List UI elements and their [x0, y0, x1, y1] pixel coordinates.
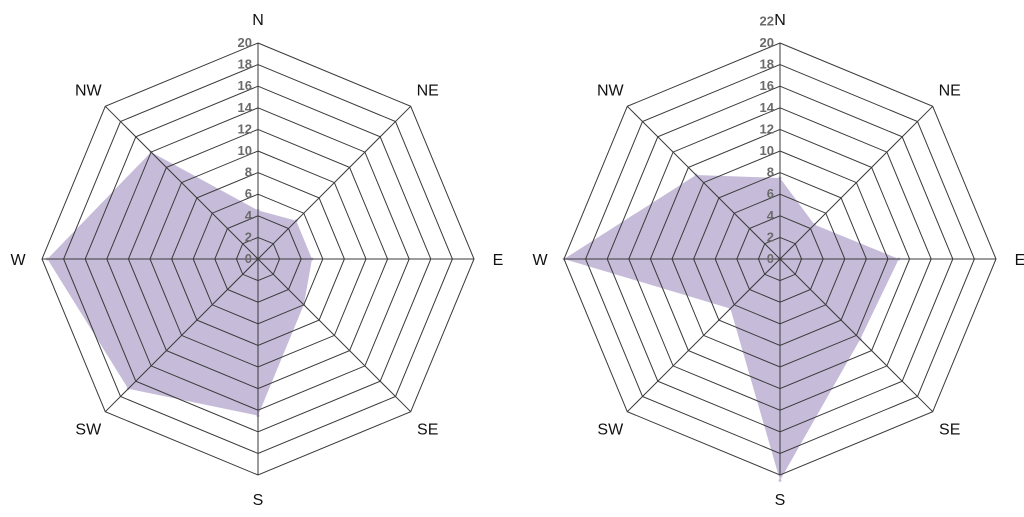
tick-label: 8	[767, 165, 774, 180]
spoke-sw	[104, 258, 259, 413]
tick-label: 18	[238, 57, 252, 72]
tick-label: 10	[760, 143, 774, 158]
data-area	[47, 152, 313, 416]
direction-label-w: W	[10, 252, 26, 269]
direction-label-nw: NW	[75, 82, 103, 99]
direction-label-nw: NW	[597, 82, 625, 99]
tick-label: 0	[245, 251, 252, 266]
tick-label: 10	[238, 143, 252, 158]
direction-label-e: E	[1015, 252, 1024, 269]
spoke-nw	[104, 105, 259, 260]
spoke-nw	[626, 105, 781, 260]
tick-label: 12	[760, 121, 774, 136]
tick-label: 18	[760, 57, 774, 72]
direction-label-se: SE	[417, 422, 438, 439]
tick-label: 20	[238, 35, 252, 50]
tick-label: 22	[760, 13, 774, 28]
direction-label-sw: SW	[597, 422, 624, 439]
tick-label: 6	[767, 186, 774, 201]
wind-rose-chart-left: 0 2 4 6 8 10 12 14 16 18 20N NE E SE S SW W NW	[10, 12, 504, 509]
direction-label-ne: NE	[417, 82, 439, 99]
data-point-s	[778, 478, 782, 482]
tick-label: 14	[760, 100, 775, 115]
spoke-se	[779, 258, 934, 413]
tick-label: 16	[238, 78, 252, 93]
direction-label-w: W	[532, 252, 548, 269]
direction-label-e: E	[493, 252, 504, 269]
direction-label-ne: NE	[939, 82, 961, 99]
spoke-ne	[779, 105, 934, 260]
direction-label-s: S	[775, 492, 786, 509]
tick-label: 14	[238, 100, 253, 115]
spoke-sw	[626, 258, 781, 413]
direction-label-n: N	[774, 12, 786, 29]
tick-label: 4	[245, 208, 253, 223]
tick-label: 2	[767, 229, 774, 244]
direction-label-n: N	[252, 12, 264, 29]
tick-label: 8	[245, 165, 252, 180]
direction-label-s: S	[253, 492, 264, 509]
tick-label: 16	[760, 78, 774, 93]
tick-label: 2	[245, 229, 252, 244]
data-area	[564, 175, 899, 481]
tick-label: 20	[760, 35, 774, 50]
direction-label-se: SE	[939, 422, 960, 439]
direction-label-sw: SW	[75, 422, 102, 439]
tick-label: 12	[238, 121, 252, 136]
spoke-ne	[257, 105, 412, 260]
tick-label: 6	[245, 186, 252, 201]
tick-label: 0	[767, 251, 774, 266]
tick-label: 4	[767, 208, 775, 223]
spoke-se	[257, 258, 412, 413]
